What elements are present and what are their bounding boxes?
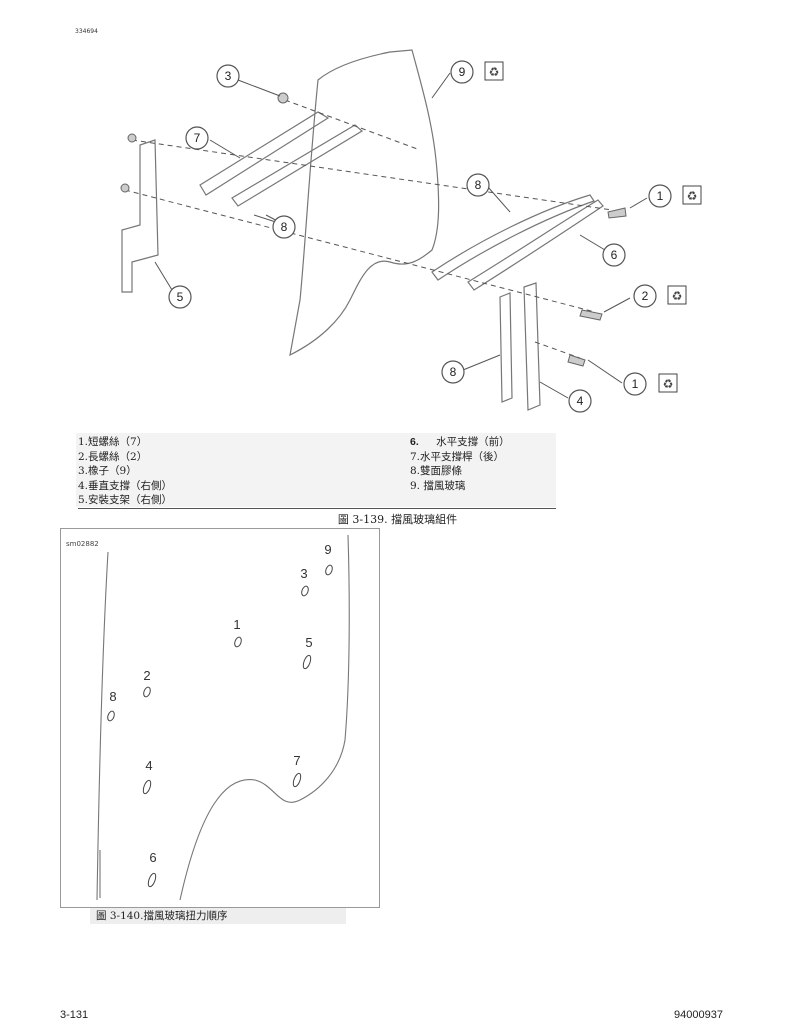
legend-background [76, 433, 556, 507]
sequence-number-6: 6 [149, 850, 156, 865]
sequence-number-3: 3 [300, 566, 307, 581]
callout-8: 8 [281, 220, 288, 234]
bolt-hole-1 [234, 636, 242, 648]
sequence-number-9: 9 [324, 542, 331, 557]
horizontal-support-rear [199, 111, 330, 196]
bolt-hole-9 [325, 564, 333, 576]
caption-rule [78, 508, 556, 509]
page-number: 3-131 [60, 1009, 89, 1021]
legend-item: 8.雙面膠條 [410, 465, 463, 477]
callout-1: 1 [657, 189, 664, 203]
diagram-id: sm02882 [66, 540, 99, 548]
legend-item-number: 6. [410, 436, 419, 448]
legend-item: 5.安裝支架（右側） [78, 494, 173, 506]
svg-text:♻: ♻ [663, 377, 674, 391]
tape-strip-vertical [499, 292, 513, 403]
horizontal-support-front [467, 199, 604, 291]
sequence-number-2: 2 [143, 668, 150, 683]
callout-8: 8 [450, 365, 457, 379]
legend-item: 2.長螺絲（2） [78, 450, 148, 463]
legend-right: 6. 水平支撐（前） 7.水平支撐桿（後） 8.雙面膠條 9. 擋風玻璃 [410, 435, 510, 493]
svg-text:♻: ♻ [672, 289, 683, 303]
callout-1: 1 [632, 377, 639, 391]
windshield-outline [96, 551, 109, 901]
callout-2: 2 [642, 289, 649, 303]
document-number: 94000937 [674, 1009, 723, 1021]
sequence-number-8: 8 [109, 689, 116, 704]
windshield-outline [289, 49, 440, 357]
bolt-hole-8 [107, 710, 115, 722]
bolt-hole-5 [302, 654, 312, 670]
callout-8: 8 [475, 178, 482, 192]
figure-caption: 圖 3-139. 擋風玻璃組件 [337, 513, 458, 526]
svg-text:♻: ♻ [687, 189, 698, 203]
windshield-assembly-diagram: 3 7 9 8 8 5 6 1 2 1 8 4 ♻ ♻ ♻ ♻ [120, 49, 702, 413]
bolt-hole-4 [142, 779, 152, 795]
callout-4: 4 [577, 394, 584, 408]
mount-bracket [121, 139, 159, 293]
legend-item: 6. 水平支撐（前） [410, 435, 510, 450]
bolt-hole-6 [147, 872, 157, 888]
bolt-hole-3 [301, 585, 309, 597]
sequence-number-4: 4 [145, 758, 152, 773]
callout-3: 3 [225, 69, 232, 83]
sequence-number-5: 5 [305, 635, 312, 650]
bolt-hole-2 [143, 686, 151, 698]
figure-caption: 圖 3-140.擋風玻璃扭力順序 [90, 908, 346, 924]
callout-6: 6 [611, 248, 618, 262]
legend-item: 7.水平支撐桿（後） [410, 450, 505, 463]
sequence-number-1: 1 [233, 617, 240, 632]
tape-strip-right [431, 194, 595, 281]
tape-strip-left [231, 124, 364, 207]
legend-item: 9. 擋風玻璃 [410, 479, 466, 492]
svg-text:♻: ♻ [489, 65, 500, 79]
callout-5: 5 [177, 290, 184, 304]
diagram-id: 334694 [75, 28, 98, 35]
bolt-hole-7 [292, 772, 302, 788]
legend-item-text: 水平支撐（前） [436, 436, 510, 448]
callout-9: 9 [459, 65, 466, 79]
windshield-outline [179, 534, 350, 901]
callout-7: 7 [194, 131, 201, 145]
legend-item: 3.橡子（9） [78, 465, 137, 477]
sequence-number-7: 7 [293, 753, 300, 768]
legend-item: 4.垂直支撐（右側） [78, 479, 173, 492]
vertical-support [523, 282, 541, 411]
legend-item: 1.短螺絲（7） [78, 436, 148, 448]
discard-icon [484, 61, 702, 393]
torque-sequence-diagram: 1 2 3 4 5 6 7 8 9 [96, 534, 350, 901]
legend-left: 1.短螺絲（7） 2.長螺絲（2） 3.橡子（9） 4.垂直支撐（右側） 5.安… [78, 435, 172, 508]
